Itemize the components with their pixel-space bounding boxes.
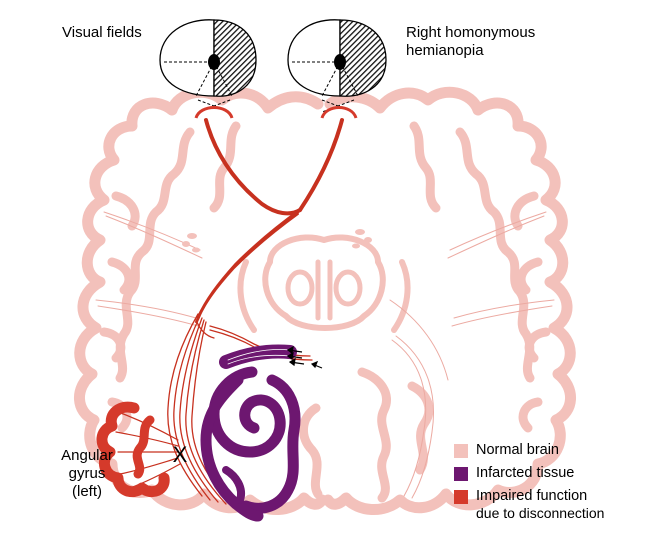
legend-swatch (454, 444, 468, 458)
infarct-region (200, 344, 301, 522)
normal-brain-section (74, 86, 576, 516)
optic-pathway (115, 118, 344, 507)
angular-line-2: gyrus (68, 465, 106, 482)
legend-swatch (454, 490, 468, 504)
legend-label: Normal brain (476, 442, 559, 458)
legend-sublabel: due to disconnection (476, 505, 605, 521)
legend: Normal brain Infarcted tissue Impaired f… (454, 442, 604, 527)
angular-gyrus-region (96, 401, 170, 498)
rhh-line-1: Right homonymous (406, 24, 536, 41)
right-homonymous-hemianopia-label: Right homonymous hemianopia (406, 24, 556, 60)
legend-swatch (454, 467, 468, 481)
disconnection-arrows (286, 345, 323, 369)
legend-item-normal: Normal brain (454, 442, 604, 459)
legend-label-main: Impaired function (476, 488, 588, 504)
right-eye-visual-field (287, 19, 387, 119)
legend-item-infarct: Infarcted tissue (454, 465, 604, 482)
legend-label: Impaired function due to disconnection (476, 488, 604, 521)
rhh-line-2: hemianopia (406, 42, 484, 59)
angular-line-3: (left) (72, 483, 102, 500)
legend-label: Infarcted tissue (476, 465, 575, 481)
angular-line-1: Angular (61, 447, 113, 464)
visual-fields-label: Visual fields (62, 24, 142, 41)
angular-gyrus-label: Angular gyrus (left) (42, 447, 132, 501)
legend-item-impaired: Impaired function due to disconnection (454, 488, 604, 521)
left-eye-visual-field (159, 19, 257, 119)
lesion-mark: X (173, 442, 188, 467)
